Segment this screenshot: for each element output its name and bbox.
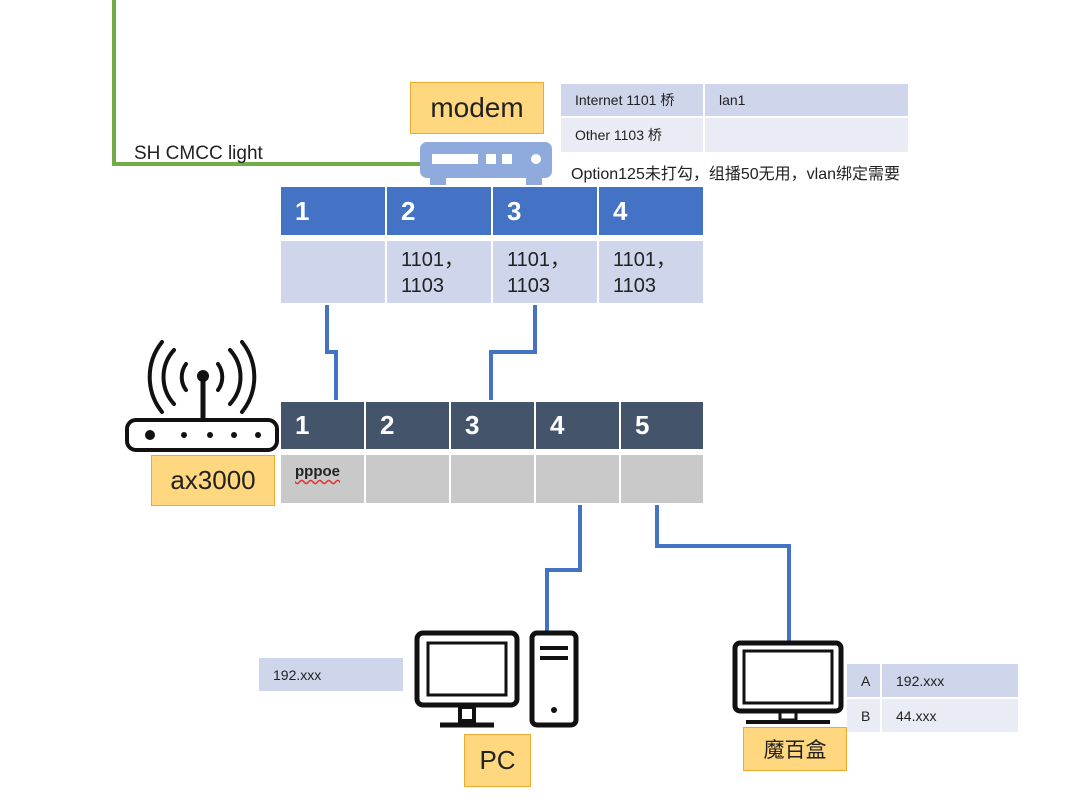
modem-port-2-vlans: 1101， 1103 bbox=[387, 241, 491, 303]
vlan-row-internet-binding: lan1 bbox=[705, 84, 908, 116]
router-port-1-mode: pppoe bbox=[281, 455, 364, 503]
router-port-5-header: 5 bbox=[621, 402, 703, 449]
router-icon bbox=[125, 340, 279, 452]
modem-label: modem bbox=[410, 82, 544, 134]
modem-note-text: Option125未打勾，组播50无用，vlan绑定需要 bbox=[571, 166, 900, 183]
iptv-box-label: 魔百盒 bbox=[743, 727, 847, 771]
iptv-ip-b-value: 44.xxx bbox=[882, 699, 1018, 732]
pc-label: PC bbox=[464, 734, 531, 787]
cable-modem1-router1 bbox=[325, 305, 338, 400]
iptv-ip-a-value: 192.xxx bbox=[882, 664, 1018, 697]
vlan-row-other-name: Other 1103 桥 bbox=[561, 118, 703, 152]
cable-router4-pc bbox=[545, 505, 582, 636]
iptv-ip-a-key: A bbox=[847, 664, 880, 697]
router-port-5-mode bbox=[621, 455, 703, 503]
modem-port-1-header: 1 bbox=[281, 187, 385, 235]
modem-port-3-header: 3 bbox=[493, 187, 597, 235]
iptv-ip-b-key: B bbox=[847, 699, 880, 732]
router-port-1-header: 1 bbox=[281, 402, 364, 449]
router-port-2-mode bbox=[366, 455, 449, 503]
modem-port-4-header: 4 bbox=[599, 187, 703, 235]
router-port-1-mode-text: pppoe bbox=[295, 463, 340, 480]
cable-modem3-router3 bbox=[489, 305, 537, 400]
modem-port-4-vlans: 1101， 1103 bbox=[599, 241, 703, 303]
router-port-2-header: 2 bbox=[366, 402, 449, 449]
modem-port-3-vlans: 1101， 1103 bbox=[493, 241, 597, 303]
modem-port-2-header: 2 bbox=[387, 187, 491, 235]
router-port-3-mode bbox=[451, 455, 534, 503]
pc-icon bbox=[414, 630, 579, 728]
router-port-3-header: 3 bbox=[451, 402, 534, 449]
fiber-label: SH CMCC light bbox=[134, 143, 263, 164]
modem-port-1-vlans bbox=[281, 241, 385, 303]
modem-note: Option125未打勾，组播50无用，vlan绑定需要 bbox=[571, 160, 900, 184]
vlan-row-other-binding bbox=[705, 118, 908, 152]
cable-router5-iptv bbox=[655, 505, 791, 644]
vlan-row-internet-name: Internet 1101 桥 bbox=[561, 84, 703, 116]
fiber-line bbox=[112, 0, 438, 166]
router-port-4-header: 4 bbox=[536, 402, 619, 449]
modem-icon bbox=[420, 142, 552, 185]
router-label: ax3000 bbox=[151, 455, 275, 506]
tv-monitor-icon bbox=[732, 640, 844, 724]
router-port-4-mode bbox=[536, 455, 619, 503]
pc-ip: 192.xxx bbox=[259, 658, 403, 691]
